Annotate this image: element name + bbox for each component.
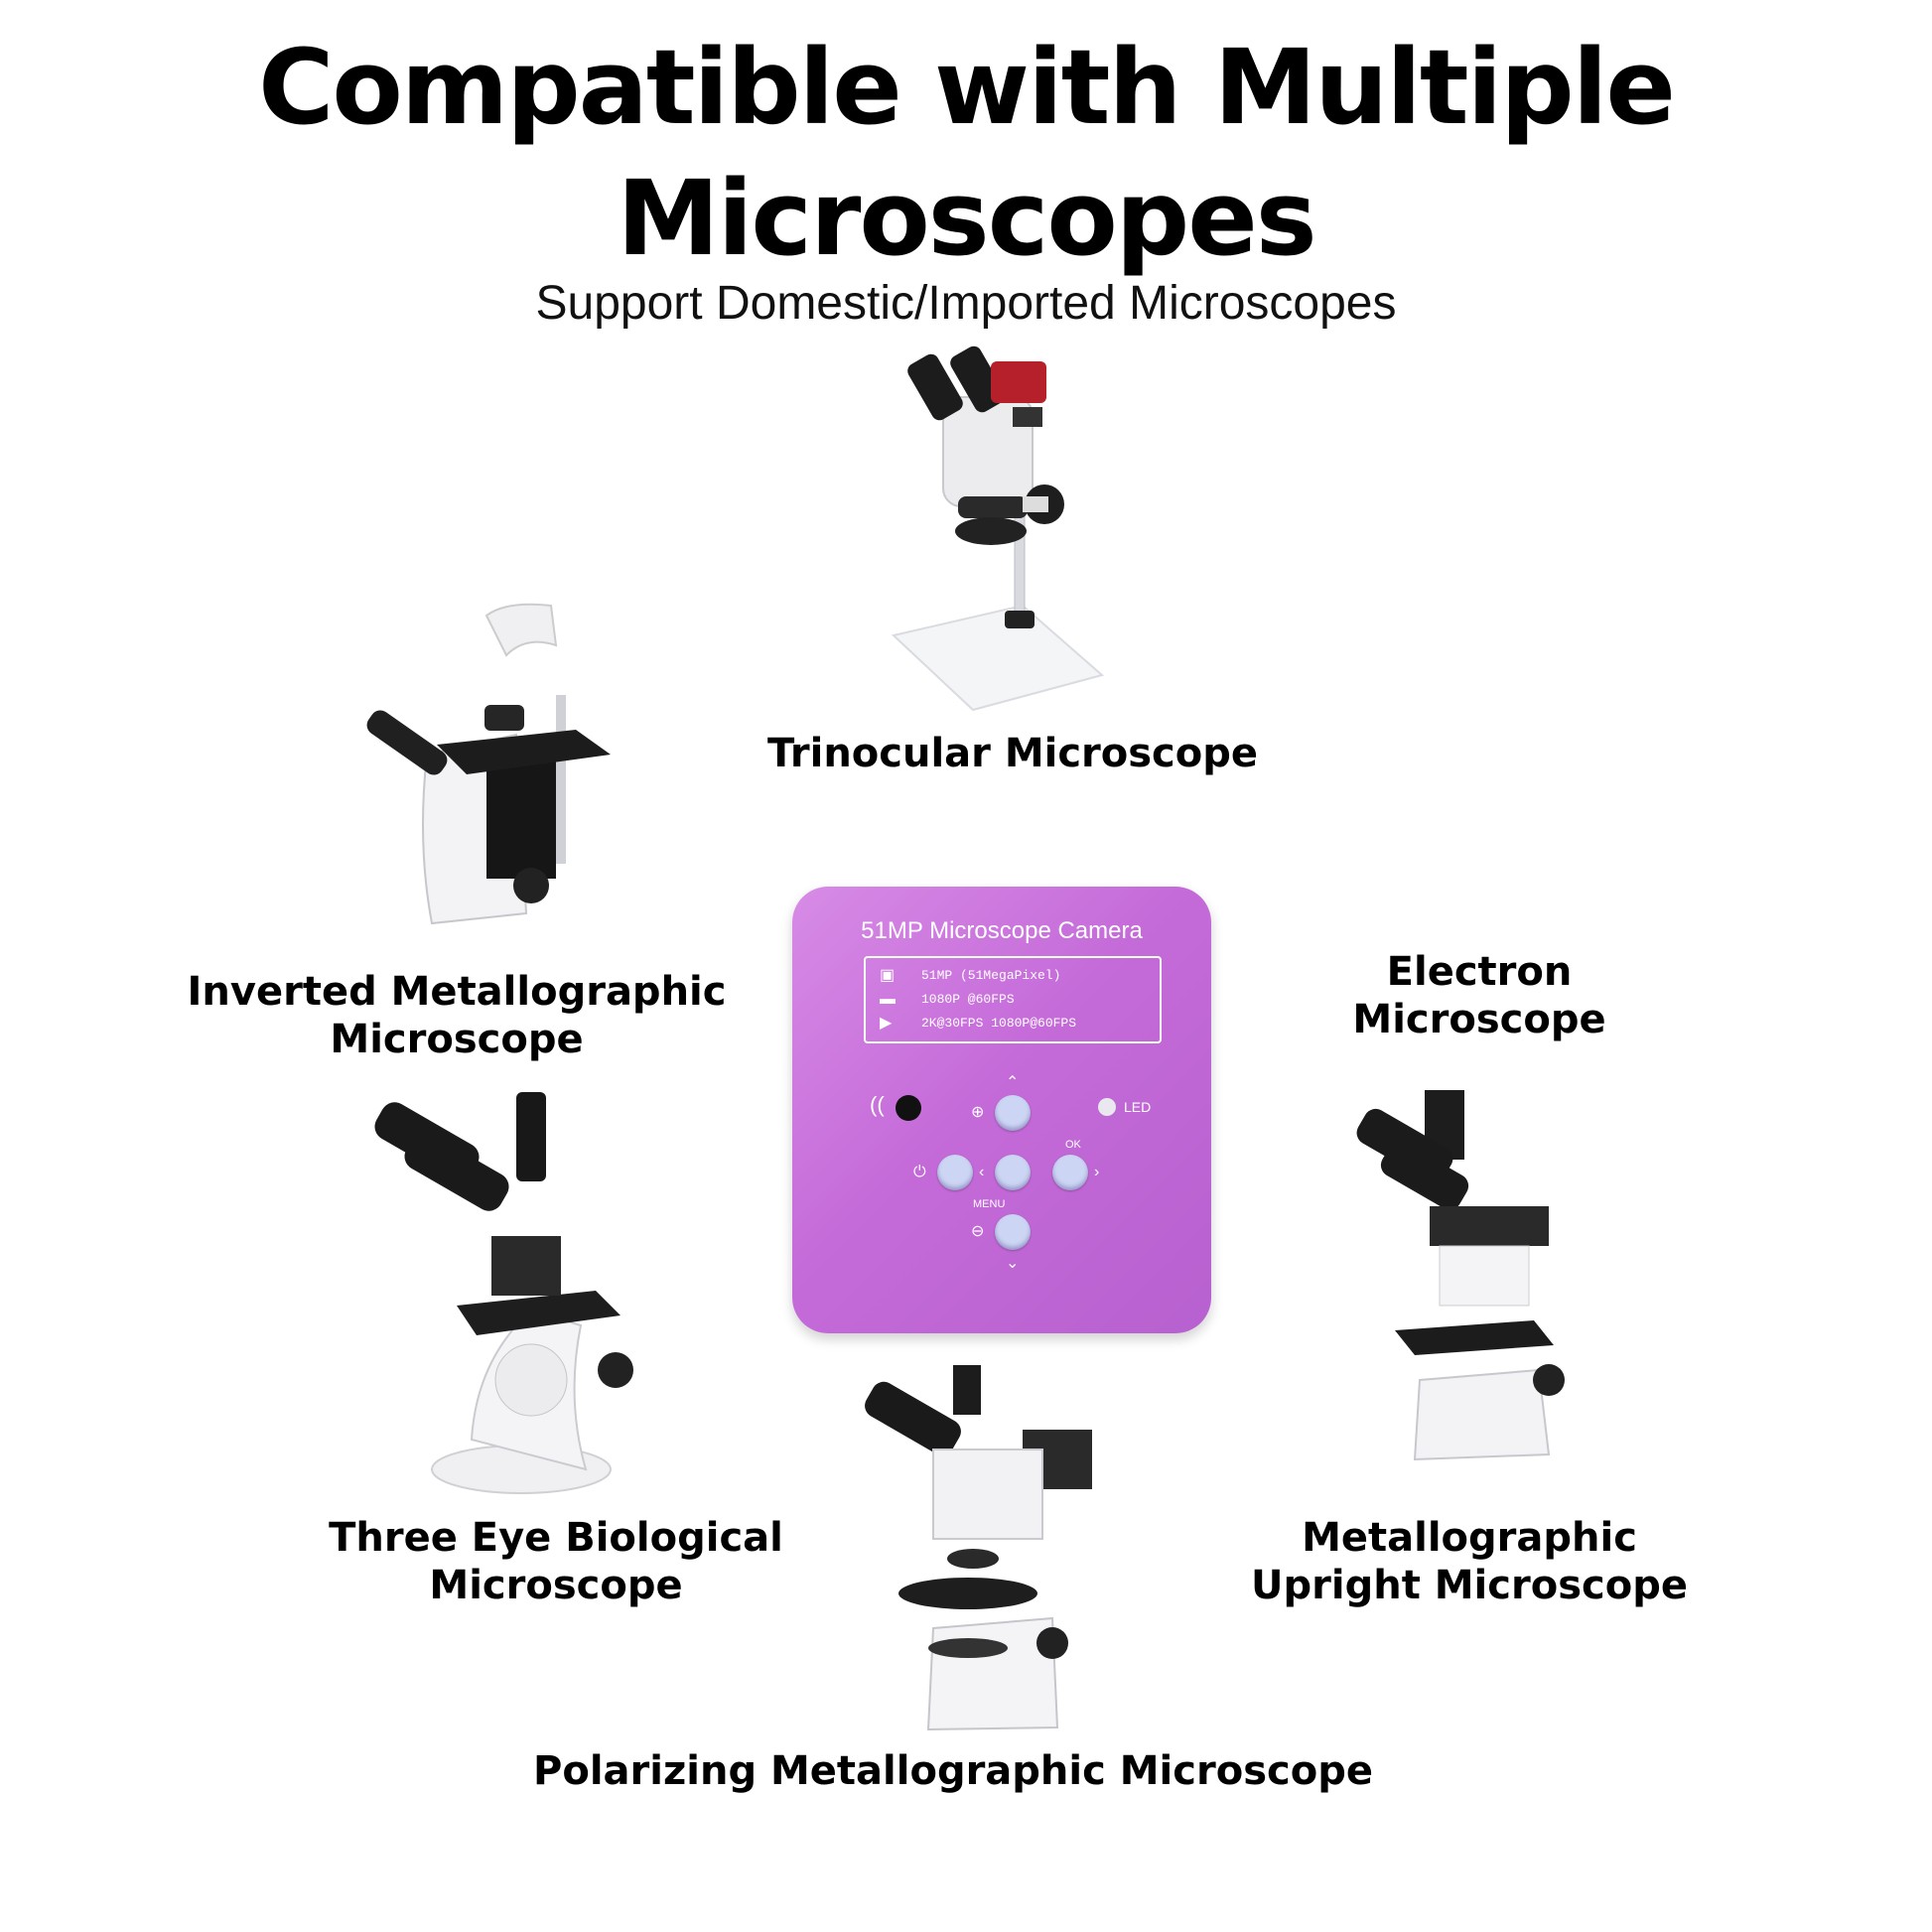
ir-receiver [896, 1095, 921, 1121]
label-line: Metallographic [1302, 1515, 1637, 1561]
metallographic-upright-microscope-image [1356, 1090, 1565, 1461]
label-line: Microscope [1352, 997, 1606, 1042]
polarizing-metallographic-microscope-image [865, 1365, 1092, 1731]
label-line: Microscope [330, 1017, 584, 1062]
label-three-eye-biological-microscope: Three Eye Biological Microscope [268, 1514, 844, 1609]
chevron-up-icon: ⌃ [1006, 1074, 1020, 1091]
page-subtitle: Support Domestic/Imported Microscopes [535, 277, 1397, 330]
camera-spec-line: 2K@30FPS 1080P@60FPS [921, 1016, 1077, 1031]
label-metallographic-upright-microscope: Metallographic Upright Microscope [1221, 1514, 1718, 1609]
chevron-down-icon: ⌄ [1006, 1255, 1020, 1272]
camera-spec-line: 1080P @60FPS [921, 992, 1015, 1007]
chevron-left-icon: ‹ [979, 1164, 985, 1180]
led-indicator [1098, 1098, 1116, 1116]
title-line-1: Compatible with Multiple [258, 27, 1676, 148]
camera-icon: ▣ [880, 967, 896, 984]
video-icon: ▶ [880, 1015, 893, 1032]
led-label: LED [1124, 1099, 1152, 1115]
label-line: Trinocular Microscope [766, 731, 1259, 776]
zoom-out-icon: ⊖ [971, 1223, 985, 1240]
power-icon: ⏻ [913, 1164, 926, 1180]
label-line: Polarizing Metallographic Microscope [533, 1748, 1373, 1794]
label-trinocular-microscope: Trinocular Microscope [735, 730, 1291, 777]
label-line: Microscope [429, 1563, 683, 1608]
label-line: Three Eye Biological [329, 1515, 783, 1561]
trinocular-microscope-image [891, 345, 1105, 712]
label-line: Inverted Metallographic [187, 969, 727, 1015]
camera-title: 51MP Microscope Camera [861, 917, 1143, 944]
label-line: Electron [1386, 949, 1573, 995]
menu-button[interactable] [995, 1155, 1031, 1190]
ok-label: OK [1065, 1139, 1081, 1151]
microscope-camera-device: 51MP Microscope Camera ▣ ▬ ▶ 51MP (51Meg… [792, 887, 1211, 1333]
camera-spec-line: 51MP (51MegaPixel) [921, 968, 1061, 983]
label-line: Upright Microscope [1251, 1563, 1688, 1608]
camera-spec-box: ▣ ▬ ▶ 51MP (51MegaPixel) 1080P @60FPS 2K… [864, 956, 1162, 1043]
label-polarizing-metallographic-microscope: Polarizing Metallographic Microscope [516, 1747, 1390, 1795]
label-inverted-metallographic-microscope: Inverted Metallographic Microscope [149, 968, 764, 1063]
title-line-2: Microscopes [617, 158, 1316, 279]
label-electron-microscope: Electron Microscope [1281, 948, 1678, 1043]
chevron-right-icon: › [1094, 1164, 1100, 1180]
zoom-out-button[interactable] [995, 1214, 1031, 1250]
zoom-in-icon: ⊕ [971, 1104, 985, 1121]
inverted-metallographic-microscope-image [366, 603, 611, 925]
power-button[interactable] [937, 1155, 973, 1190]
three-eye-biological-microscope-image [374, 1092, 633, 1494]
ok-button[interactable] [1052, 1155, 1088, 1190]
electron-microscope-image [1320, 596, 1628, 913]
wifi-signal-icon: (( [870, 1092, 885, 1117]
menu-label: MENU [973, 1198, 1006, 1210]
page-title: Compatible with Multiple Microscopes [0, 22, 1932, 284]
zoom-in-button[interactable] [995, 1095, 1031, 1131]
hdmi-icon: ▬ [880, 991, 896, 1008]
